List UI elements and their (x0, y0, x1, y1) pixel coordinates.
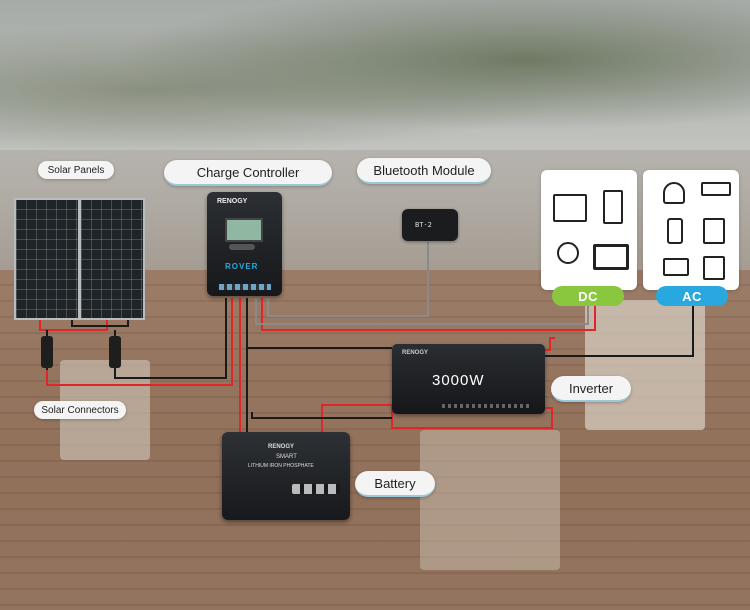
solar-panels-label: Solar Panels (38, 161, 114, 179)
inverter-ac-black (545, 305, 694, 357)
background-window (420, 430, 560, 570)
battery-inverter-black (246, 342, 392, 349)
solar-connector (41, 336, 53, 368)
dc-loads-card (541, 170, 637, 290)
monitor-icon (593, 244, 629, 270)
background-trees (0, 0, 750, 150)
battery-line1: SMART (276, 454, 297, 460)
kettle-icon (663, 182, 685, 204)
battery-inverter-red (321, 404, 553, 432)
bt-model: BT-2 (415, 221, 432, 229)
bluetooth-module-label: Bluetooth Module (357, 158, 491, 184)
background-window (585, 300, 705, 430)
controller-dc-black (255, 298, 589, 325)
solar-panel (14, 198, 80, 320)
controller-screen (225, 218, 263, 242)
controller-dc-red (261, 298, 596, 331)
battery-brand: RENOGY (268, 444, 295, 450)
air-conditioner-icon (701, 182, 731, 196)
inverter-brand: RENOGY (402, 350, 429, 356)
controller-bt-wire (267, 242, 429, 317)
controller-brand: RENOGY (217, 198, 248, 205)
battery-line2: LITHIUM IRON PHOSPHATE (248, 463, 314, 469)
bluetooth-module: BT-2 (402, 209, 458, 241)
battery-black-2 (251, 412, 392, 419)
pv-wire-black (71, 318, 129, 327)
solar-connectors-label: Solar Connectors (34, 401, 126, 419)
controller-buttons (229, 244, 255, 250)
controller-model: ROVER (225, 262, 259, 271)
light-bulb-icon (557, 242, 579, 264)
battery-label: Battery (355, 471, 435, 497)
inverter-vent (442, 404, 532, 408)
inverter-power: 3000W (432, 372, 485, 389)
laptop-icon (663, 258, 689, 276)
controller-terminals (219, 284, 271, 290)
pv-to-controller-black (114, 298, 227, 379)
pv-wire-red (39, 318, 108, 331)
inverter-ac-red (545, 337, 555, 351)
meter-icon (553, 194, 587, 222)
solar-panel (79, 198, 145, 320)
inverter-label: Inverter (551, 376, 631, 402)
phone-icon (667, 218, 683, 244)
pv-to-controller-red (46, 298, 233, 386)
inverter: RENOGY 3000W (392, 344, 545, 414)
charge-controller-label: Charge Controller (164, 160, 332, 186)
fridge-icon (603, 190, 623, 224)
coffee-maker-icon (703, 256, 725, 280)
washing-machine-icon (703, 218, 725, 244)
solar-connector (109, 336, 121, 368)
ac-tag: AC (656, 286, 728, 306)
dc-tag: DC (552, 286, 624, 306)
battery-indicators (292, 484, 340, 494)
ac-loads-card (643, 170, 739, 290)
battery: RENOGY SMART LITHIUM IRON PHOSPHATE (222, 432, 350, 520)
charge-controller: RENOGY ROVER (207, 192, 282, 296)
